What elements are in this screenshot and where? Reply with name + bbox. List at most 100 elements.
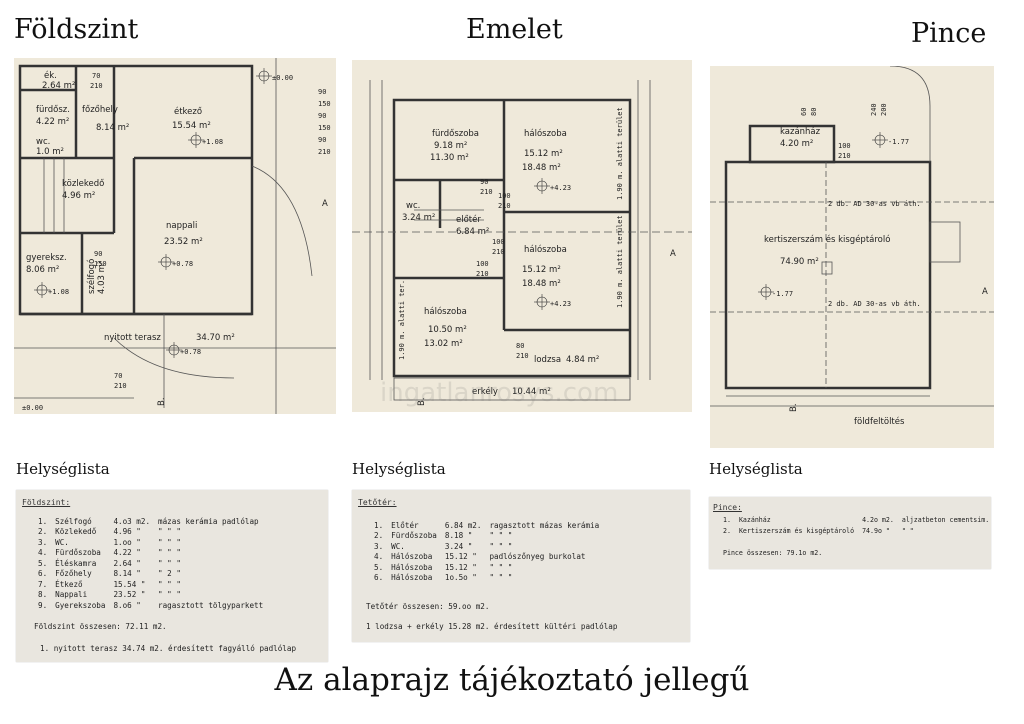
ground-level: +1.08 (202, 138, 223, 146)
row-no: 5. (374, 562, 384, 572)
row-no: 2. (38, 527, 48, 537)
row-name: Szélfogó (55, 516, 92, 526)
upper-note: 1.90 m. alatti terület (616, 215, 624, 308)
ground-room-area: 1.0 m² (36, 147, 64, 157)
row-name: Éléskamra (55, 558, 97, 568)
row-area: 8.o6 " (113, 600, 141, 610)
ground-room-name: gyereksz. (26, 253, 67, 263)
ground-level: ±0.00 (272, 74, 293, 82)
list-total: Földszint összesen: 72.11 m2. (34, 622, 167, 631)
upper-room-area: 15.12 m² (522, 265, 561, 275)
list-header: Pince: (713, 503, 742, 512)
row-area: 15.12 " (444, 562, 477, 572)
basement-room-area: 74.90 m² (780, 257, 819, 267)
upper-mark: B. (417, 397, 427, 406)
basement-dim: 200 (880, 103, 888, 116)
row-desc: ragasztott tölgyparkett (158, 600, 264, 610)
row-area: 23.52 " (113, 590, 146, 600)
ground-level: ±0.00 (22, 404, 43, 412)
basement-fill: földfeltöltés (854, 416, 905, 427)
basement-beam: 2 db. AD 30-as vb áth. (828, 200, 921, 208)
ground-room-name: wc. (36, 137, 50, 147)
upper-room-area: 3.24 m² (402, 213, 435, 223)
ground-room-name: nappali (166, 221, 197, 231)
row-area: 4.2o m2. (862, 516, 894, 525)
upper-dim: 210 (492, 248, 505, 256)
ground-dim: 150 (318, 100, 331, 108)
row-desc: mázas kerámia padlólap (158, 516, 259, 526)
ground-room-name: közlekedő (62, 179, 104, 189)
upper-dim: 80 (516, 342, 524, 350)
row-name: Hálószoba (391, 573, 433, 583)
ground-room-name: fürdősz. (36, 105, 70, 115)
upper-room-area: 11.30 m² (430, 153, 469, 163)
row-no: 1. (374, 520, 384, 530)
row-name: WC. (391, 541, 405, 551)
upper-floor-plan: fürdőszoba 9.18 m² 11.30 m² hálószoba 15… (352, 60, 692, 412)
helyseglista-upper: Helységlista (352, 460, 446, 478)
upper-mark: A (670, 249, 676, 259)
basement-dim: 80 (810, 108, 818, 116)
row-desc: " " " (158, 579, 181, 589)
row-no: 4. (38, 548, 48, 558)
row-name: Fürdőszoba (55, 548, 101, 558)
row-no: 5. (38, 558, 48, 568)
basement-level: -1.77 (888, 138, 909, 146)
helyseglista-basement: Helységlista (709, 460, 803, 478)
ground-room-name: nyitott terasz (104, 333, 161, 343)
row-desc: " " " (489, 562, 513, 572)
row-no: 2. (374, 531, 384, 541)
upper-room-area: 15.12 m² (524, 149, 563, 159)
upper-room-name: erkély (472, 386, 498, 397)
row-area: 8.18 " (444, 531, 473, 541)
ground-room-area: 8.14 m² (96, 123, 129, 133)
ground-room-name: ék. (44, 70, 57, 81)
row-area: 15.12 " (444, 552, 477, 562)
upper-dim: 210 (480, 188, 493, 196)
row-no: 1. (38, 516, 48, 526)
table-row: 3.WC.3.24 "" " " (370, 541, 603, 552)
basement-dim: 210 (838, 152, 851, 160)
basement-room-name: kazánház (780, 127, 821, 137)
row-desc: aljzatbeton cementsim. (901, 516, 990, 525)
room-table: 1. Előtér 6.84 m2. ragasztott mázas kerámia… (370, 520, 603, 583)
ground-room-area: 15.54 m² (172, 121, 211, 131)
row-name: Előtér (391, 520, 419, 530)
basement-dim: 100 (838, 142, 851, 150)
row-name: Fürdőszoba (391, 531, 437, 541)
ground-room-area: 34.70 m² (196, 333, 235, 343)
row-desc: " " " (158, 537, 181, 547)
ground-mark: B. (157, 397, 167, 406)
list-note: 1 lodzsa + erkély 15.28 m2. érdesített k… (366, 622, 618, 631)
row-area: 4.96 " (113, 527, 141, 537)
row-area: 6.84 m2. (444, 520, 482, 530)
ground-dim: 210 (114, 382, 127, 390)
row-name: Főzőhely (55, 569, 92, 579)
upper-level: +4.23 (550, 184, 571, 192)
ground-room-area: 4.03 m² (97, 261, 107, 294)
helyseglista-ground: Helységlista (16, 460, 110, 478)
row-desc: ragasztott mázas kerámia (489, 520, 600, 530)
row-desc: " " (901, 526, 914, 535)
basement-level: -1.77 (772, 290, 793, 298)
row-desc: " " " (158, 548, 181, 558)
table-row: 3.WC.1.oo "" " " (34, 537, 267, 548)
row-no: 3. (38, 537, 48, 547)
row-name: Étkező (55, 579, 83, 589)
upper-room-area: 9.18 m² (434, 141, 467, 151)
row-name: Gyerekszoba (55, 600, 106, 610)
row-area: 1.oo " (113, 537, 141, 547)
ground-level: +0.78 (172, 260, 193, 268)
row-desc: " " " (158, 558, 181, 568)
upper-dim: 90 (480, 178, 488, 186)
upper-room-area: 6.84 m² (456, 227, 489, 237)
upper-room-area: 13.02 m² (424, 339, 463, 349)
upper-room-area: 10.50 m² (428, 325, 467, 335)
ground-room-area: 4.96 m² (62, 191, 95, 201)
upper-note: 1.90 m. alatti terület (616, 107, 624, 200)
upper-room-name: fürdőszoba (432, 129, 479, 139)
